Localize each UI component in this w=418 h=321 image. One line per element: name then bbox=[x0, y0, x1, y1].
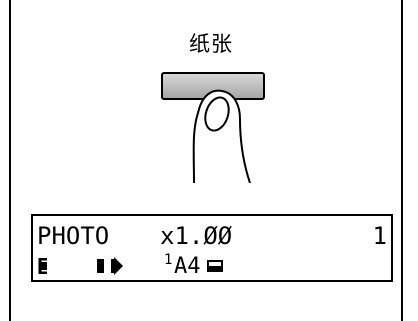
copy-mode-text: PHOTO bbox=[37, 222, 110, 250]
zoom-ratio-text: x1.ØØ bbox=[160, 222, 233, 250]
bar-icon bbox=[97, 259, 104, 273]
arrow-right-icon bbox=[111, 257, 123, 275]
lcd-display: PHOTO x1.ØØ 1 1 A4 bbox=[31, 214, 393, 282]
lcd-paper-line: 1 A4 bbox=[37, 252, 387, 280]
tray-number: 1 bbox=[164, 252, 173, 268]
paper-key-label: 纸张 bbox=[189, 32, 233, 56]
panel-frame bbox=[9, 0, 403, 321]
lcd-status-line: PHOTO x1.ØØ 1 bbox=[37, 221, 387, 251]
paper-size-text: A4 bbox=[174, 254, 201, 279]
paper-tray-icon bbox=[207, 260, 223, 272]
copy-count-text: 1 bbox=[372, 222, 387, 250]
left-bracket-icon bbox=[38, 258, 47, 274]
pointing-finger-icon bbox=[192, 89, 251, 183]
